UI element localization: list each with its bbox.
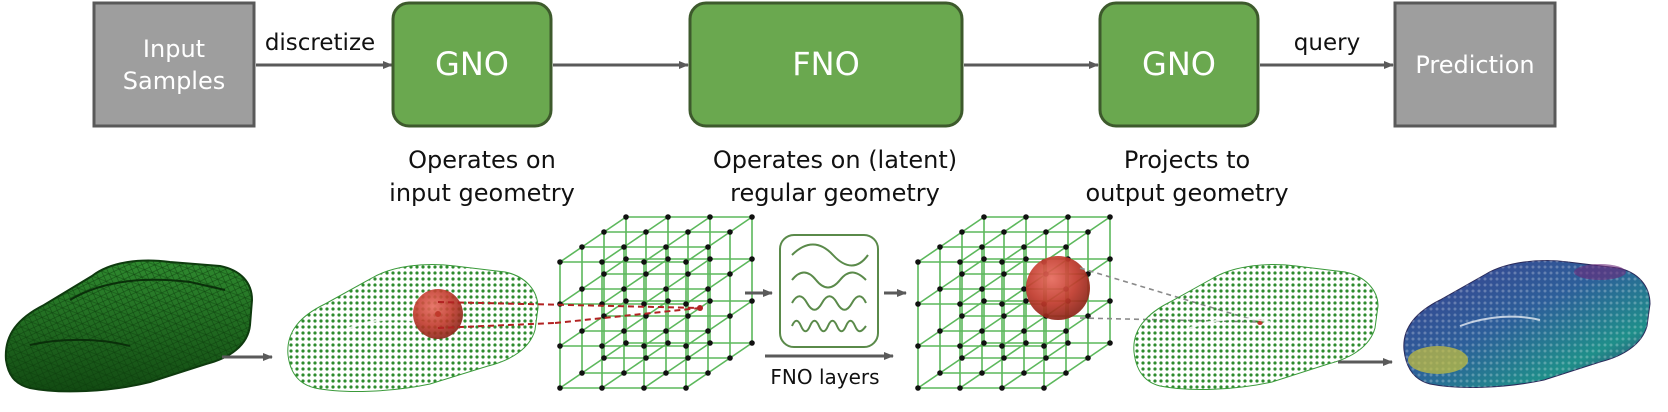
input-car-pointcloud — [287, 264, 539, 392]
output-car-pointcloud — [1133, 264, 1379, 390]
gno-ball-output — [1026, 256, 1090, 320]
caption-gno-input-line1: Operates on — [408, 146, 556, 174]
caption-gno-output-line1: Projects to — [1124, 146, 1250, 174]
prediction-car — [1403, 260, 1651, 388]
caption-fno-line2: regular geometry — [730, 179, 940, 207]
input-query-lines — [437, 301, 703, 329]
pipeline-row: Input Samples discretize GNO FNO GNO que… — [92, 1, 1557, 128]
latent-grid-input — [557, 214, 755, 391]
gno-input-label: GNO — [435, 45, 509, 83]
prediction-box: Prediction — [1393, 1, 1557, 128]
discretize-label: discretize — [265, 30, 375, 56]
input-car-mesh — [4, 259, 254, 393]
input-samples-label-line1: Input — [143, 35, 205, 63]
input-samples-label-line2: Samples — [123, 67, 226, 95]
captions: Operates on input geometry Operates on (… — [389, 146, 1288, 207]
fno-label: FNO — [792, 45, 860, 83]
fno-box: FNO — [688, 1, 964, 128]
caption-fno-line1: Operates on (latent) — [713, 146, 957, 174]
gno-output-box: GNO — [1098, 1, 1260, 128]
caption-gno-output-line2: output geometry — [1085, 179, 1288, 207]
caption-gno-input-line2: input geometry — [389, 179, 575, 207]
input-samples-box: Input Samples — [92, 1, 256, 128]
fno-layers-label: FNO layers — [770, 365, 879, 389]
query-label: query — [1294, 30, 1360, 56]
gno-output-label: GNO — [1142, 45, 1216, 83]
prediction-label: Prediction — [1415, 51, 1534, 79]
gno-input-box: GNO — [391, 1, 553, 128]
fourier-modes-icon — [779, 234, 879, 348]
